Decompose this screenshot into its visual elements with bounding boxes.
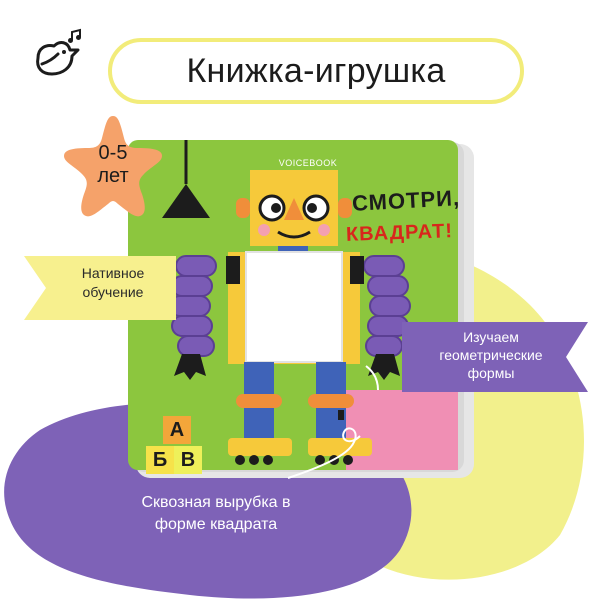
geometry-label: Изучаем геометрические формы xyxy=(439,329,543,381)
page-title: Книжка-игрушка xyxy=(186,51,446,90)
age-badge-text: 0-5 лет xyxy=(75,142,151,188)
ribbon-right xyxy=(402,322,588,392)
bird-music-icon xyxy=(36,28,81,76)
letter-cube-v: В xyxy=(174,446,202,474)
book-cover xyxy=(128,140,474,479)
cutout-label: Сквозная вырубка в форме квадрата xyxy=(141,494,291,533)
book-title-line2: КВАДРАТ! xyxy=(345,220,454,246)
publisher-logo: VOICEBOOK xyxy=(278,158,338,168)
age-unit: лет xyxy=(97,165,129,187)
letter-cube-b: Б xyxy=(146,446,174,474)
native-learning-label: Нативное обучение xyxy=(81,265,145,300)
age-range: 0-5 xyxy=(98,142,128,164)
star-badge-icon xyxy=(64,116,162,217)
ribbon-left xyxy=(24,256,176,320)
letter-cube-a: А xyxy=(163,416,191,444)
title-pill: Книжка-игрушка xyxy=(108,38,524,104)
